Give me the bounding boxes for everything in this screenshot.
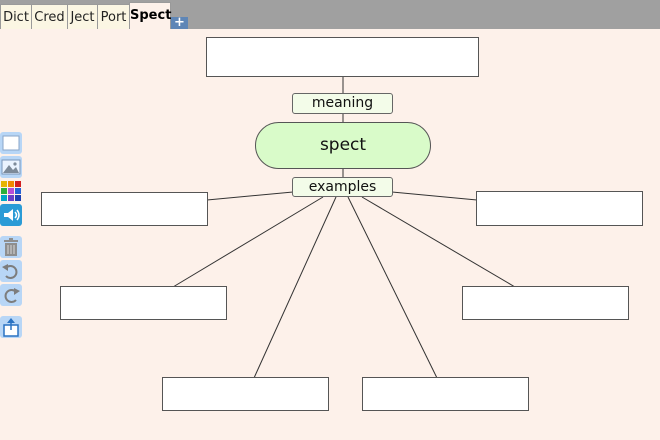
left-toolbar [0,130,23,340]
trash-icon [4,238,18,256]
example-box[interactable] [60,286,227,320]
connector-line [172,196,324,288]
add-tab-button[interactable]: + [171,16,188,29]
image-icon [1,159,21,175]
connector-line [253,196,337,379]
connector-line [361,196,516,288]
share-icon [3,318,19,337]
example-box[interactable] [462,286,629,320]
blank-card-button[interactable] [0,132,22,154]
tab-dict[interactable]: Dict [0,4,32,29]
undo-icon [2,264,18,279]
connector-line [206,191,294,201]
share-button[interactable] [0,316,22,338]
examples-label: examples [292,177,393,197]
undo-button[interactable] [0,260,22,282]
blank-card-icon [2,135,20,151]
image-button[interactable] [0,156,22,178]
tab-spect[interactable]: Spect [129,2,171,29]
connector-line [347,196,438,379]
tab-ject[interactable]: Ject [67,4,98,29]
speaker-icon [4,209,20,221]
center-node[interactable]: spect [255,122,431,169]
tab-cred[interactable]: Cred [31,4,68,29]
tab-port[interactable]: Port [97,4,130,29]
example-box[interactable] [41,192,208,226]
color-palette-button[interactable] [0,180,22,202]
speaker-button[interactable] [0,204,22,226]
tab-bar: Dict Cred Ject Port Spect + [0,0,660,29]
trash-button[interactable] [0,236,22,258]
color-palette-icon [1,181,21,201]
connector-line [391,191,478,201]
redo-button[interactable] [0,284,22,306]
example-box[interactable] [476,191,643,226]
redo-icon [4,288,20,303]
example-box[interactable] [362,377,529,411]
example-box[interactable] [162,377,329,411]
meaning-value-box[interactable] [206,37,479,77]
meaning-label: meaning [292,93,393,114]
